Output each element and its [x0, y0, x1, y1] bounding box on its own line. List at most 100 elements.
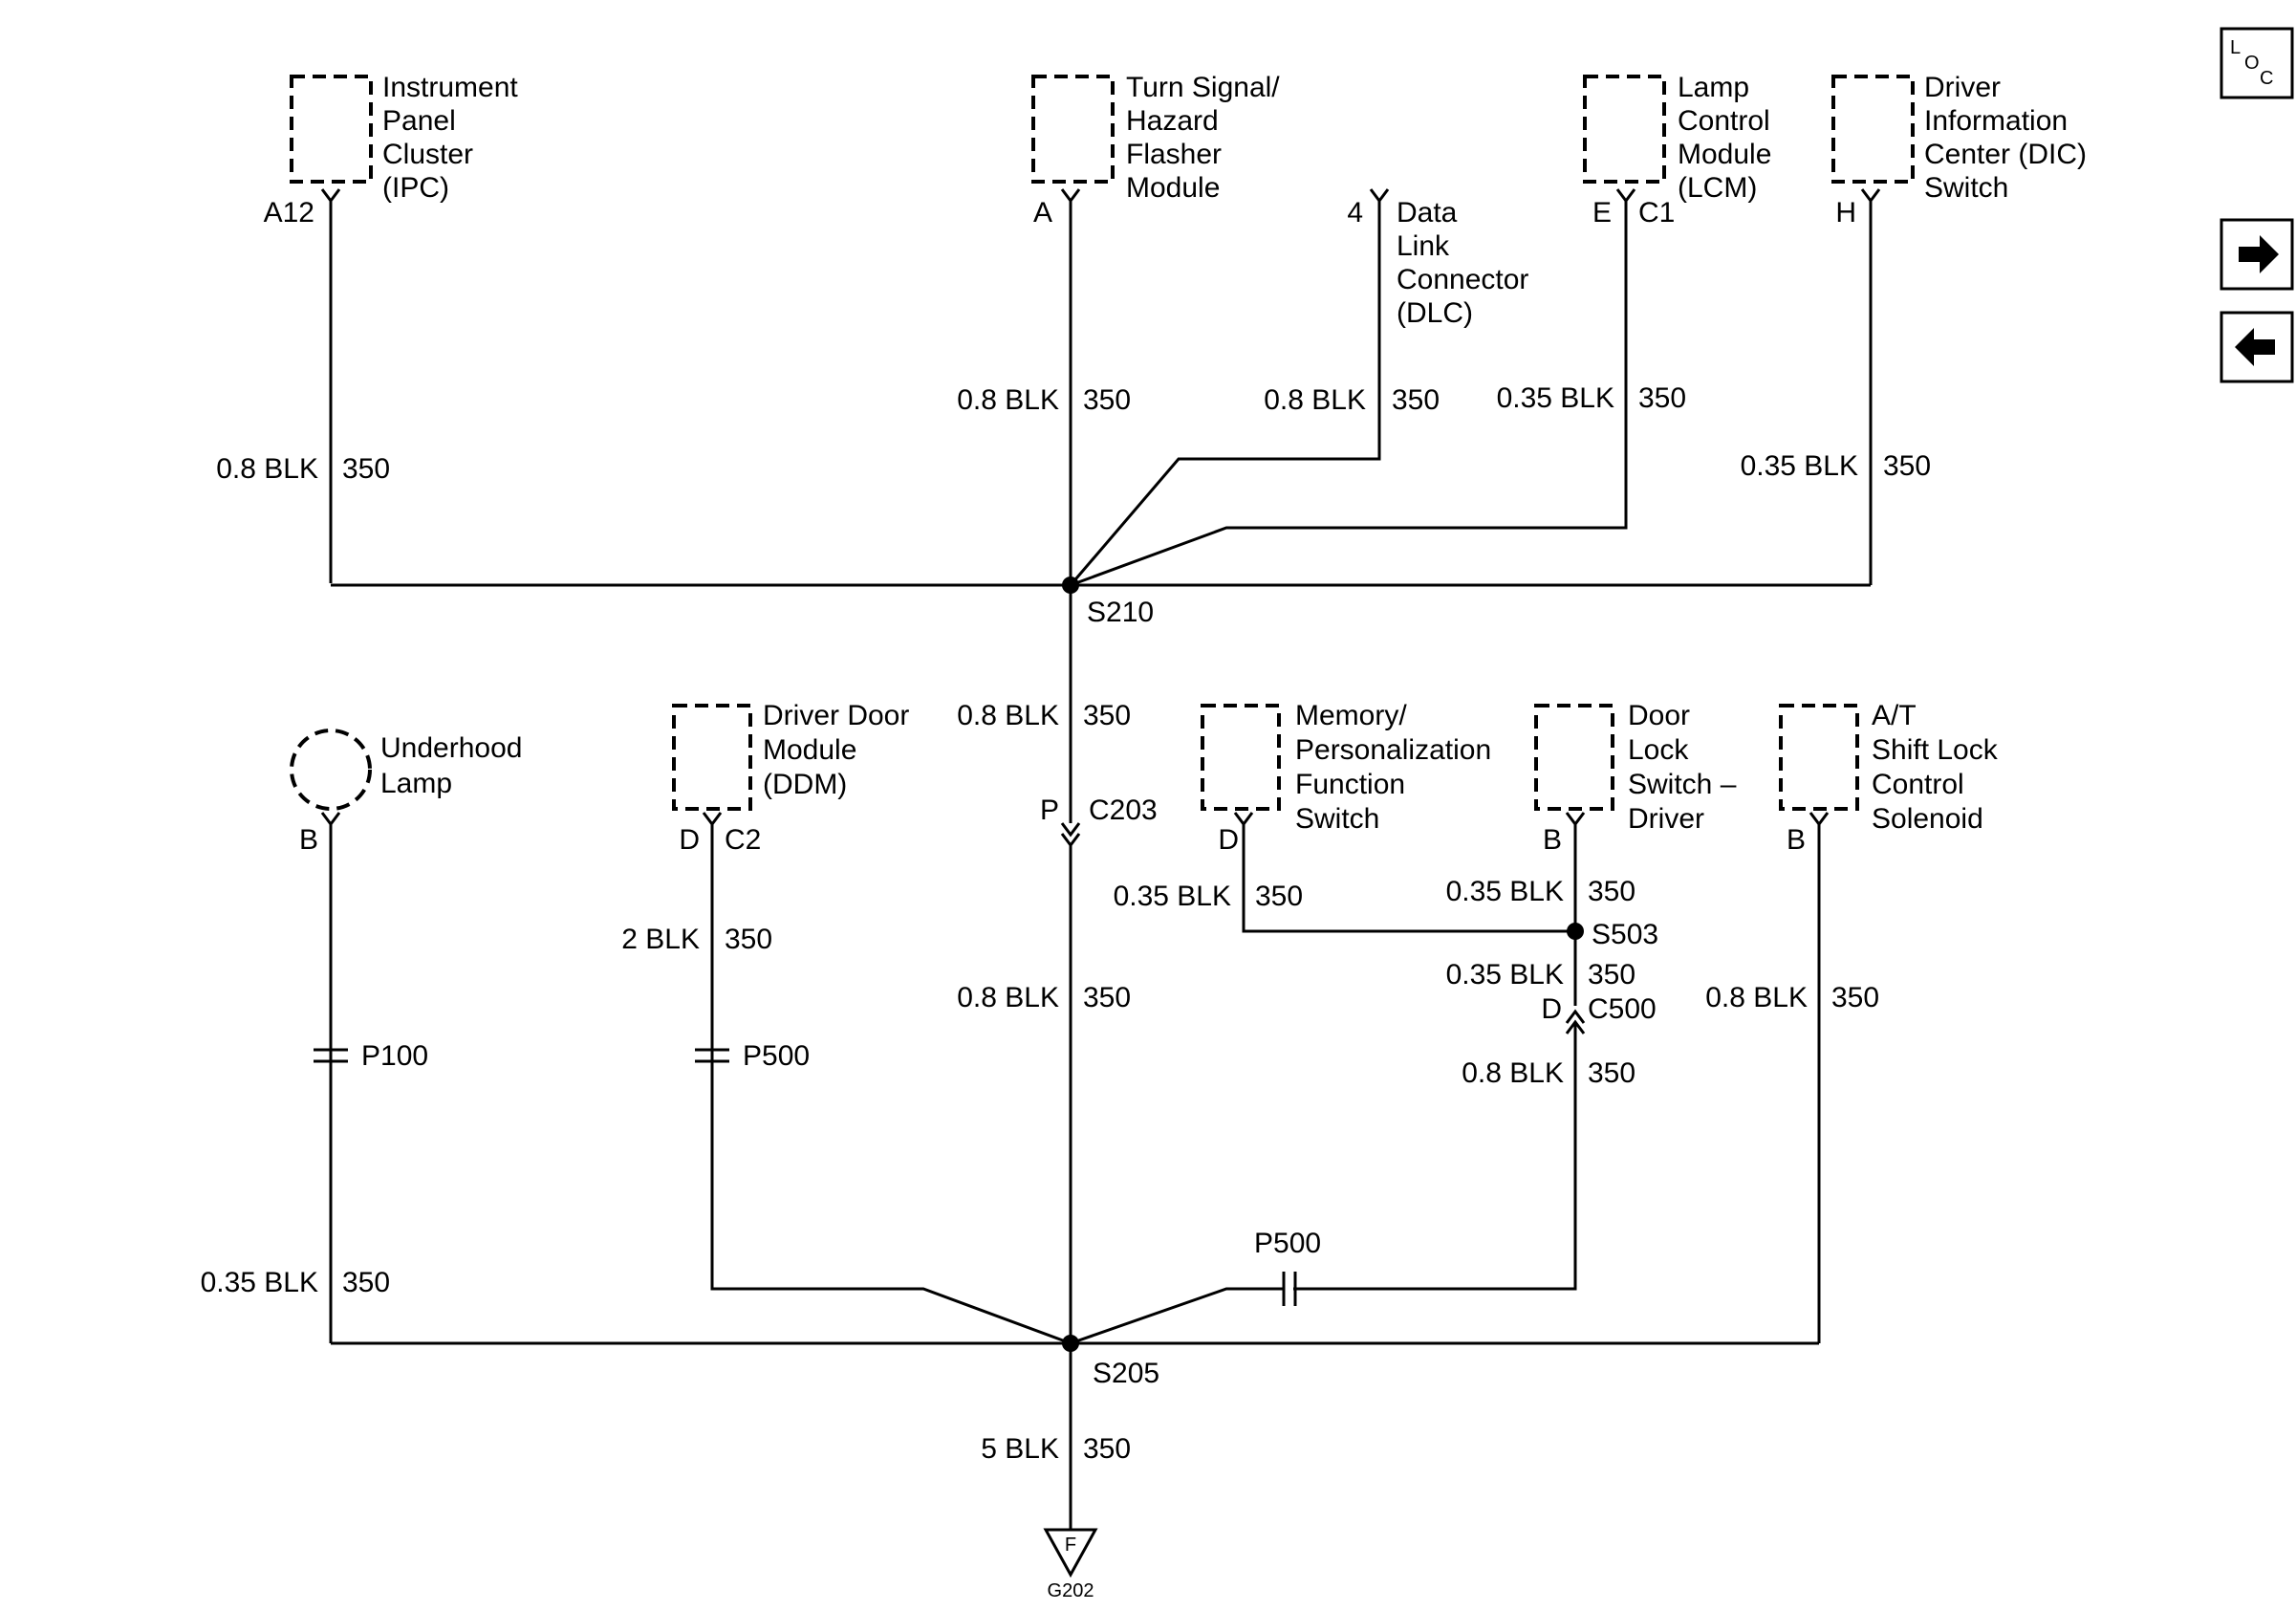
memory-switch-box — [1201, 704, 1281, 811]
p500-ddm-pass-through — [695, 1048, 729, 1063]
c500-down-gauge: 0.8 BLK — [1462, 1057, 1564, 1089]
door-lock-wire-gauge: 0.35 BLK — [1446, 876, 1564, 907]
dlc-pin: 4 — [1347, 197, 1363, 229]
underhood-wire-circuit: 350 — [342, 1267, 390, 1298]
dic-wire-gauge: 0.35 BLK — [1741, 450, 1858, 482]
memory-pin: D — [1218, 824, 1239, 856]
dlc-name-line-4: (DLC) — [1397, 297, 1473, 329]
loc-button[interactable]: L O C — [2220, 27, 2294, 99]
dlc-wire-gauge: 0.8 BLK — [1264, 384, 1366, 416]
ipc-name-line-4: (IPC) — [382, 172, 449, 204]
lcm-box — [1583, 75, 1666, 184]
dlc-name-line-1: Data — [1397, 197, 1458, 229]
shift-lock-name-line-2: Shift Lock — [1872, 734, 1999, 766]
ipc-name-line-1: Instrument — [382, 72, 518, 103]
shift-lock-wire-gauge: 0.8 BLK — [1705, 982, 1808, 1013]
p100-label: P100 — [361, 1040, 428, 1072]
ipc-name-line-3: Cluster — [382, 139, 473, 170]
p500-to-s205-wire — [1070, 1287, 1284, 1345]
shift-lock-name-line-1: A/T — [1872, 700, 1917, 731]
previous-page-button[interactable] — [2220, 311, 2294, 383]
underhood-name-line-1: Underhood — [380, 732, 522, 764]
underhood-lamp-circle — [290, 729, 372, 811]
door-lock-name-line-4: Driver — [1628, 803, 1704, 835]
ddm-wire-circuit: 350 — [725, 924, 772, 955]
ipc-wire-gauge: 0.8 BLK — [216, 453, 318, 485]
door-lock-wire-circuit: 350 — [1588, 876, 1635, 907]
dlc-wire-circuit: 350 — [1392, 384, 1440, 416]
turn-signal-pin: A — [1033, 197, 1052, 229]
ground-name: G202 — [1048, 1580, 1094, 1601]
door-lock-name-line-1: Door — [1628, 700, 1690, 731]
ddm-pin-c2: C2 — [725, 824, 761, 856]
lcm-name-line-4: (LCM) — [1678, 172, 1757, 204]
ground-symbol-letter: F — [1065, 1535, 1076, 1556]
dic-pin: H — [1835, 197, 1856, 229]
door-lock-switch-box — [1534, 704, 1614, 811]
turn-signal-wire-circuit: 350 — [1083, 384, 1131, 416]
arrow-right-icon — [2239, 235, 2279, 273]
ddm-name-line-1: Driver Door — [763, 700, 909, 731]
svg-text:O: O — [2244, 53, 2260, 74]
shift-lock-name-line-4: Solenoid — [1872, 803, 1983, 835]
svg-text:L: L — [2230, 37, 2241, 58]
p500-door-label: P500 — [1254, 1228, 1321, 1259]
c203-connector — [1060, 822, 1081, 838]
ipc-name-line-2: Panel — [382, 105, 456, 137]
lcm-wire-gauge: 0.35 BLK — [1497, 382, 1614, 414]
shift-lock-box — [1779, 704, 1859, 811]
c500-down-wire — [1293, 1022, 1577, 1291]
s210-down-gauge: 0.8 BLK — [957, 700, 1059, 731]
ddm-box — [672, 704, 752, 811]
ipc-wire-circuit: 350 — [342, 453, 390, 485]
lcm-wire — [1070, 201, 1628, 587]
underhood-wire-gauge: 0.35 BLK — [201, 1267, 318, 1298]
door-lock-name-line-3: Switch – — [1628, 769, 1737, 800]
ddm-pin-d: D — [679, 824, 700, 856]
lcm-name-line-2: Control — [1678, 105, 1770, 137]
dlc-connector — [1369, 188, 1390, 204]
memory-name-line-4: Switch — [1295, 803, 1379, 835]
door-lock-pin: B — [1543, 824, 1562, 856]
main-wire-circuit: 350 — [1083, 982, 1131, 1013]
s503-down-circuit: 350 — [1588, 959, 1635, 991]
ddm-wire-gauge: 2 BLK — [621, 924, 700, 955]
dlc-name-line-2: Link — [1397, 230, 1450, 262]
lcm-pin-c1: C1 — [1638, 197, 1675, 229]
lcm-connector — [1615, 188, 1636, 204]
next-page-button[interactable] — [2220, 218, 2294, 291]
ddm-connector — [702, 812, 723, 827]
turn-signal-name-line-1: Turn Signal/ — [1126, 72, 1280, 103]
s210-down-circuit: 350 — [1083, 700, 1131, 731]
splice-s210-label: S210 — [1087, 597, 1154, 628]
c500-pin: D — [1541, 993, 1562, 1025]
dic-box — [1831, 75, 1915, 184]
dic-connector — [1860, 188, 1881, 204]
c500-label: C500 — [1588, 993, 1657, 1025]
lcm-wire-circuit: 350 — [1638, 382, 1686, 414]
s503-down-gauge: 0.35 BLK — [1446, 959, 1564, 991]
ddm-wire — [710, 824, 1072, 1345]
lcm-name-line-1: Lamp — [1678, 72, 1749, 103]
turn-signal-wire-gauge: 0.8 BLK — [957, 384, 1059, 416]
turn-signal-box — [1031, 75, 1115, 184]
ipc-box — [290, 75, 373, 184]
dic-name-line-2: Information — [1924, 105, 2068, 137]
memory-wire-gauge: 0.35 BLK — [1114, 881, 1231, 912]
memory-name-line-1: Memory/ — [1295, 700, 1407, 731]
ground-symbol — [1043, 1528, 1098, 1578]
ipc-connector — [320, 188, 341, 204]
memory-name-line-3: Function — [1295, 769, 1405, 800]
dic-name-line-4: Switch — [1924, 172, 2008, 204]
p500-ddm-label: P500 — [743, 1040, 810, 1072]
underhood-connector — [320, 812, 341, 827]
turn-signal-connector — [1060, 188, 1081, 204]
main-wire-gauge: 0.8 BLK — [957, 982, 1059, 1013]
lcm-name-line-3: Module — [1678, 139, 1771, 170]
shift-lock-name-line-3: Control — [1872, 769, 1964, 800]
ipc-pin: A12 — [264, 197, 314, 229]
ground-wire-circuit: 350 — [1083, 1433, 1131, 1465]
lcm-pin-e: E — [1592, 197, 1612, 229]
door-lock-connector — [1565, 812, 1586, 827]
memory-name-line-2: Personalization — [1295, 734, 1491, 766]
